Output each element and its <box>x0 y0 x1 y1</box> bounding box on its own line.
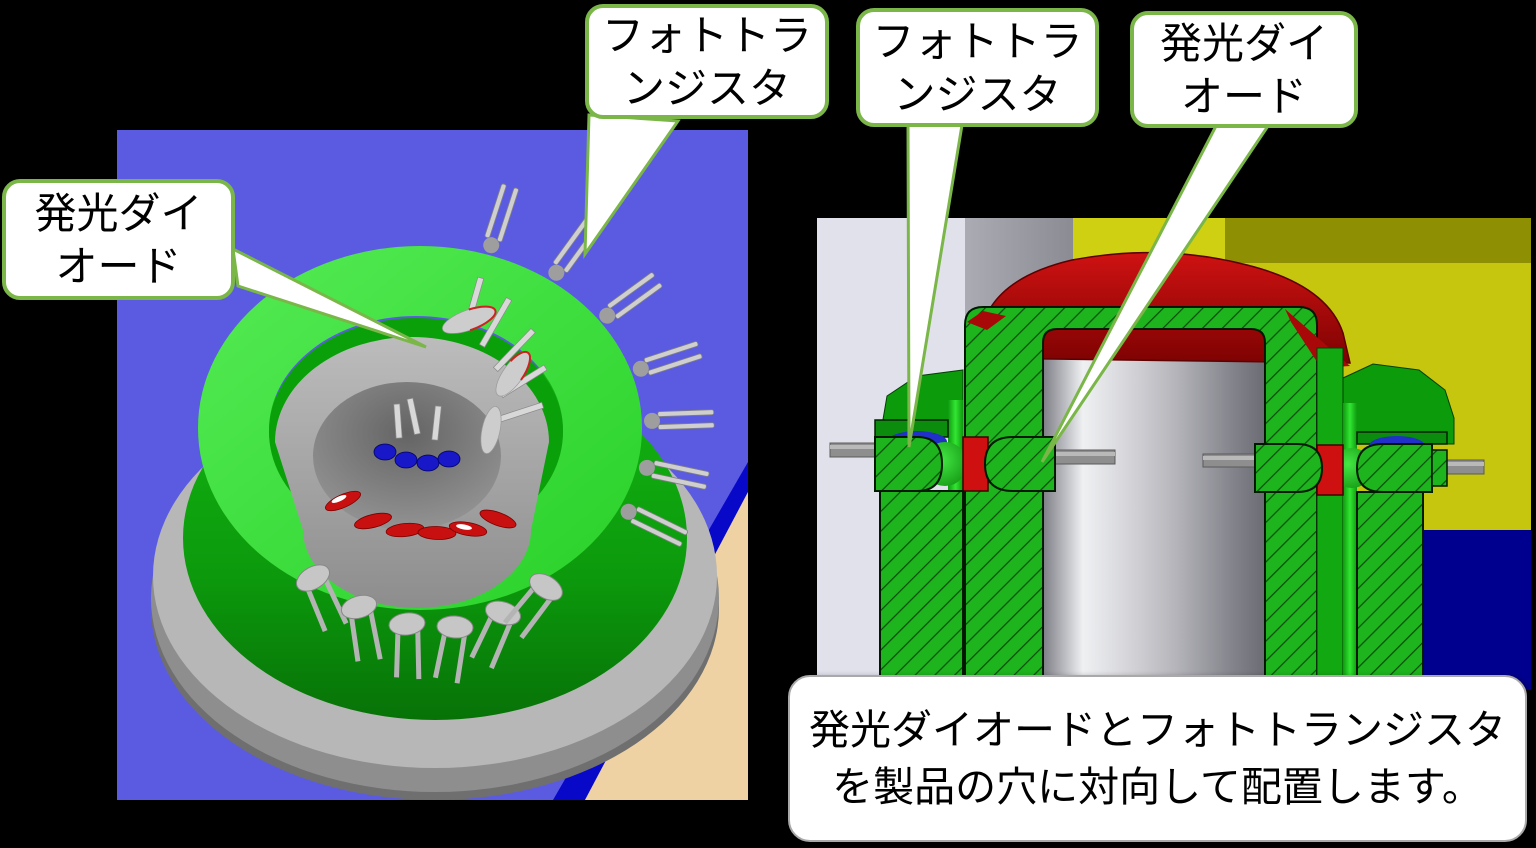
callout-phototransistor-right-line1: フォトトラ <box>872 16 1083 66</box>
right-cross-section-view <box>817 218 1531 690</box>
phototransistor-section-left <box>874 436 944 492</box>
fixture-column-left <box>879 490 964 690</box>
callout-led-right-line2: オード <box>1180 71 1307 121</box>
caption-box: 発光ダイオードとフォトトランジスタ を製品の穴に対向して配置します。 <box>788 675 1527 842</box>
callout-phototransistor-left-line1: フォトトラ <box>601 10 812 60</box>
right-section-scene <box>817 218 1531 690</box>
callout-phototransistor-left-line2: ンジスタ <box>622 63 791 113</box>
pin-right-inner <box>1202 453 1256 468</box>
product-wall-left <box>962 436 989 492</box>
caption-line2: を製品の穴に対向して配置します。 <box>832 762 1483 811</box>
led-section-left <box>983 436 1056 492</box>
bottom-transistors <box>295 564 563 684</box>
fixture-outer-surfaces <box>879 347 1455 690</box>
callout-phototransistor-right-line2: ンジスタ <box>893 69 1062 119</box>
bright-green-strip-right <box>1343 403 1357 690</box>
pin-left-inner <box>1052 449 1116 465</box>
led-bodies-blue <box>373 443 461 472</box>
clamp-tab-right <box>1431 449 1448 487</box>
callout-led-left-line2: オード <box>55 241 182 291</box>
led-windows <box>325 490 517 540</box>
fixture-column-right <box>1356 491 1424 690</box>
callout-led-left-line1: 発光ダイ <box>34 188 203 238</box>
callout-led-right: 発光ダイ オード <box>1130 11 1358 128</box>
caption-line1: 発光ダイオードとフォトトランジスタ <box>809 705 1506 754</box>
pin-left-outer <box>829 442 876 458</box>
callout-led-left: 発光ダイ オード <box>2 179 235 300</box>
callout-led-right-line1: 発光ダイ <box>1159 18 1328 68</box>
callout-phototransistor-left: フォトトラ ンジスタ <box>585 4 829 119</box>
led-pins <box>393 276 548 454</box>
callout-phototransistor-right: フォトトラ ンジスタ <box>856 8 1099 127</box>
phototransistor-section-right <box>1355 443 1433 493</box>
led-section-right <box>1254 443 1324 493</box>
core-cylinder <box>1042 318 1266 690</box>
